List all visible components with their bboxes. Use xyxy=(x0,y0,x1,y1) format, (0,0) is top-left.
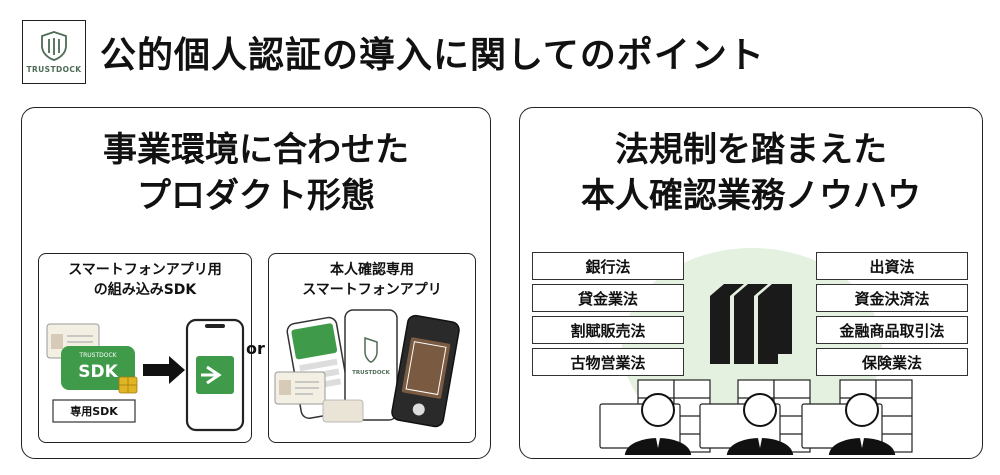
sdk-card-title-line2: の組み込みSDK xyxy=(93,282,197,298)
law-label: 金融商品取引法 xyxy=(816,316,968,344)
sdk-illustration: TRUSTDOCK SDK 専用SDK xyxy=(46,318,245,432)
product-form-panel: 事業環境に合わせた プロダクト形態 スマートフォンアプリ用 の組み込みSDK T… xyxy=(21,107,491,459)
office-illustration xyxy=(599,248,913,455)
law-label: 銀行法 xyxy=(532,252,684,280)
law-label: 資金決済法 xyxy=(816,284,968,312)
app-phone-right xyxy=(391,314,460,428)
panel-heading-line1-right: 法規制を踏まえた xyxy=(615,130,887,170)
page-title: 公的個人認証の導入に関してのポイント xyxy=(100,35,765,76)
law-label: 割賦販売法 xyxy=(532,316,684,344)
sdk-caption-box xyxy=(52,399,136,423)
shield-icon xyxy=(41,30,67,61)
sdk-brand-small: TRUSTDOCK xyxy=(78,352,117,359)
or-label: or xyxy=(246,339,265,358)
books-icon xyxy=(710,284,792,364)
panel-heading-line2: プロダクト形態 xyxy=(137,176,375,216)
app-phone-brand: TRUSTDOCK xyxy=(352,370,390,376)
app-card-title: 本人確認専用 スマートフォンアプリ xyxy=(269,260,475,300)
app-id-card-icon xyxy=(274,371,364,423)
smartphone-icon xyxy=(185,318,245,432)
sdk-caption: 専用SDK xyxy=(70,404,118,418)
panel-heading-line1: 事業環境に合わせた xyxy=(103,130,409,170)
office-workers-icon xyxy=(624,393,896,455)
app-card-title-line2: スマートフォンアプリ xyxy=(302,282,442,298)
sdk-card: スマートフォンアプリ用 の組み込みSDK TRUSTDOCK SDK xyxy=(38,253,252,443)
sdk-card-title-line1: スマートフォンアプリ用 xyxy=(68,262,222,278)
law-label: 貸金業法 xyxy=(532,284,684,312)
sdk-chip-icon: TRUSTDOCK SDK xyxy=(61,346,138,394)
panel-heading-line2-right: 本人確認業務ノウハウ xyxy=(581,176,921,216)
sdk-chip-label: SDK xyxy=(78,362,118,382)
trustdock-logo: TRUSTDOCK xyxy=(22,20,86,84)
sdk-card-title: スマートフォンアプリ用 の組み込みSDK xyxy=(39,260,251,300)
app-phone-middle: TRUSTDOCK xyxy=(344,309,398,421)
law-label: 出資法 xyxy=(816,252,968,280)
app-card-title-line1: 本人確認専用 xyxy=(330,262,414,278)
law-label: 古物営業法 xyxy=(532,348,684,376)
law-label: 保険業法 xyxy=(816,348,968,376)
arrow-right-icon xyxy=(143,356,185,384)
app-illustration: TRUSTDOCK xyxy=(274,309,460,428)
know-how-panel: 法規制を踏まえた 本人確認業務ノウハウ xyxy=(519,107,983,459)
app-card: 本人確認専用 スマートフォンアプリ TRUSTDOCK xyxy=(268,253,476,443)
logo-text: TRUSTDOCK xyxy=(26,64,82,74)
phone-shield-icon xyxy=(364,336,378,363)
